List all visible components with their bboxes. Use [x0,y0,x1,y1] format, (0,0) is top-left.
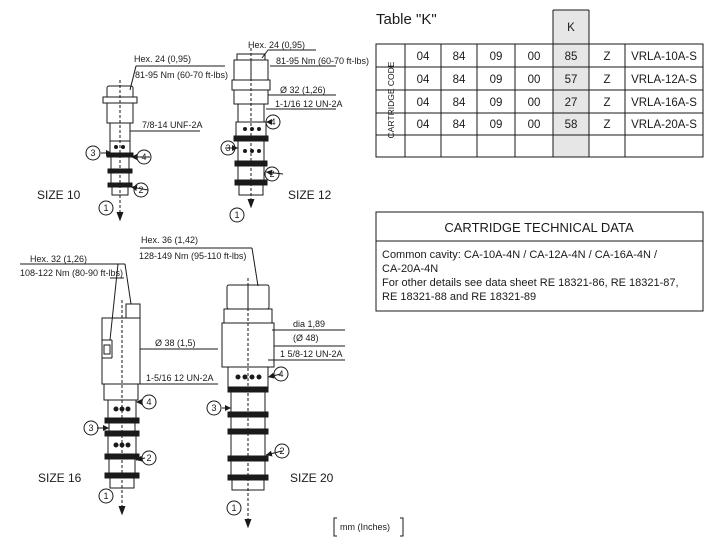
cell-r3-c6: Z [603,97,610,109]
size16-hex-label: Hex. 32 (1,26) [30,254,87,264]
cell-r2-c4: 00 [528,74,541,86]
cell-r1-c4: 00 [528,51,541,63]
port-2-number: 2 [138,185,143,195]
size10-labels: Hex. 24 (0,95) 81-95 Nm (60-70 ft-lbs) 7… [37,54,228,213]
cell-r2-c3: 09 [490,74,503,86]
port-3-number: 3 [225,143,230,153]
cell-r4-c3: 09 [490,119,503,131]
port-1-number: 1 [103,491,108,501]
cell-r1-model: VRLA-10A-S [631,51,697,63]
port-4-number: 4 [278,369,283,379]
cell-r3-c1: 04 [417,97,430,109]
size12-drawing [220,48,336,223]
cell-r2-k: 57 [565,74,578,86]
size10-hex-label: Hex. 24 (0,95) [134,54,191,64]
size20-label: SIZE 20 [290,471,334,485]
cell-r3-c2: 84 [453,97,466,109]
cell-r1-c1: 04 [417,51,430,63]
cell-r4-k: 58 [565,119,578,131]
cell-r2-c1: 04 [417,74,430,86]
tech-line-2: CA-20A-4N [382,263,438,275]
size10-torque-label: 81-95 Nm (60-70 ft-lbs) [135,70,228,80]
cell-r4-model: VRLA-20A-S [631,119,697,131]
cell-r3-model: VRLA-16A-S [631,97,697,109]
tech-line-1: Common cavity: CA-10A-4N / CA-12A-4N / C… [382,249,658,261]
size16-torque-label: 108-122 Nm (80-90 ft-lbs) [20,268,123,278]
cartridge-code-label: CARTRIDGE CODE [386,61,396,138]
table-k-title: Table "K" [376,11,437,28]
size12-thread-label: 1-1/16 12 UN-2A [275,99,343,109]
cell-r1-k: 85 [565,51,578,63]
k-column-shade [553,10,589,157]
cell-r3-c3: 09 [490,97,503,109]
port-3-number: 3 [211,403,216,413]
port-4-number: 4 [141,152,146,162]
port-1-number: 1 [234,210,239,220]
size10-thread-label: 7/8-14 UNF-2A [142,120,203,130]
tech-data-title: CARTRIDGE TECHNICAL DATA [444,220,634,235]
port-3-number: 3 [88,423,93,433]
size20-dia-label: dia 1,89 [293,319,325,329]
port-4-number: 4 [146,397,151,407]
size16-thread-label: 1-5/16 12 UN-2A [146,373,214,383]
cell-r4-c6: Z [603,119,610,131]
port-2-number: 2 [279,446,284,456]
size12-dia-label: Ø 32 (1,26) [280,85,326,95]
size16-dia-label: Ø 38 (1,5) [155,338,196,348]
size10-label: SIZE 10 [37,188,81,202]
size10-drawing [85,65,225,222]
port-2-number: 2 [146,453,151,463]
cell-r3-k: 27 [565,97,578,109]
size16-drawing [20,263,218,516]
port-2-number: 2 [269,169,274,179]
port-4-number: 4 [270,117,275,127]
size12-torque-label: 81-95 Nm (60-70 ft-lbs) [276,56,369,66]
table-k: K CARTRIDGE CODE 04 84 09 00 85 Z VRLA-1… [375,9,704,158]
size12-hex-label: Hex. 24 (0,95) [248,40,305,50]
port-3-number: 3 [90,148,95,158]
units-note: mm (Inches) [333,517,404,537]
cell-r1-c3: 09 [490,51,503,63]
cell-r3-c4: 00 [528,97,541,109]
size20-dia-mm-label: (Ø 48) [293,333,319,343]
port-1-number: 1 [231,503,236,513]
size16-labels: Hex. 32 (1,26) 108-122 Nm (80-90 ft-lbs)… [20,254,214,501]
cell-r4-c1: 04 [417,119,430,131]
cell-r2-c2: 84 [453,74,466,86]
cell-r1-c2: 84 [453,51,466,63]
port-1-number: 1 [103,203,108,213]
size12-label: SIZE 12 [288,188,332,202]
units-label: mm (Inches) [340,522,390,532]
tech-line-4: RE 18321-88 and RE 18321-89 [382,291,536,303]
size20-thread-label: 1 5/8-12 UN-2A [280,349,343,359]
cell-r2-c6: Z [603,74,610,86]
size20-hex-label: Hex. 36 (1,42) [141,235,198,245]
size20-torque-label: 128-149 Nm (95-110 ft-lbs) [139,251,246,261]
size20-drawing [140,247,345,529]
cell-r2-model: VRLA-12A-S [631,74,697,86]
cell-r1-c6: Z [603,51,610,63]
tech-data-box: CARTRIDGE TECHNICAL DATA Common cavity: … [375,211,704,312]
size20-labels: Hex. 36 (1,42) 128-149 Nm (95-110 ft-lbs… [139,235,343,513]
tech-line-3: For other details see data sheet RE 1832… [382,277,679,289]
size16-label: SIZE 16 [38,471,82,485]
cell-r4-c2: 84 [453,119,466,131]
size12-labels: Hex. 24 (0,95) 81-95 Nm (60-70 ft-lbs) Ø… [225,40,369,220]
cell-r4-c4: 00 [528,119,541,131]
k-header: K [567,22,575,34]
